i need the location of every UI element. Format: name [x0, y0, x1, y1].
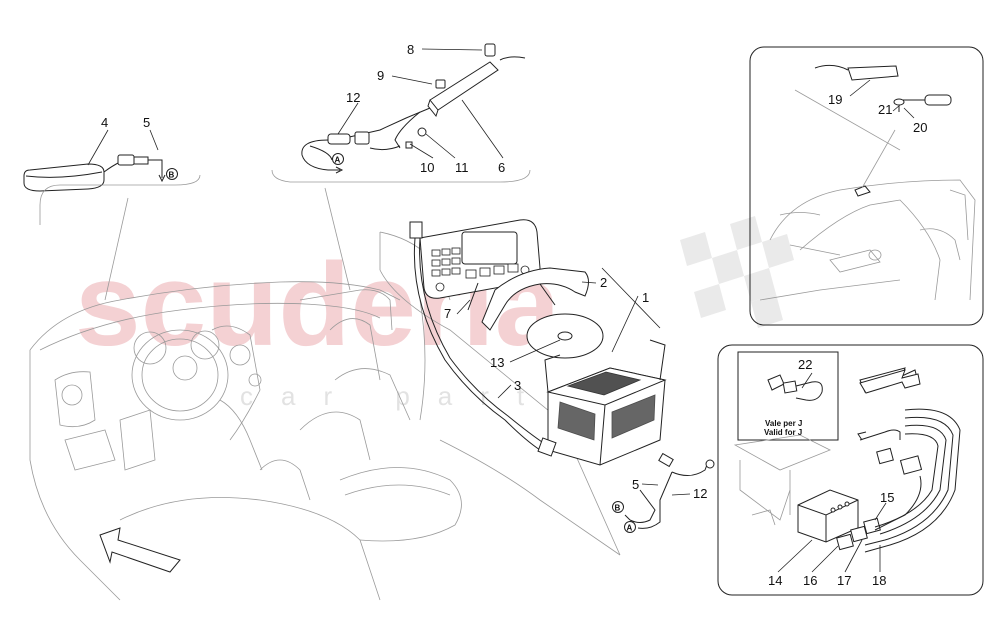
callout-5-top: 5	[143, 115, 150, 130]
callout-21: 21	[878, 102, 892, 117]
antenna-assembly-6	[301, 43, 526, 174]
callout-11: 11	[455, 160, 469, 175]
callout-2: 2	[600, 275, 607, 290]
callout-19: 19	[828, 92, 842, 107]
callout-9: 9	[377, 68, 384, 83]
marker-a-label: A	[335, 156, 341, 165]
mounting-bracket-2	[481, 267, 589, 331]
watermark-subtitle: car parts	[240, 381, 593, 411]
radio-panel-7	[419, 219, 541, 311]
connector-marker-a-top: A	[332, 153, 344, 165]
connector-marker-b-left: B	[166, 168, 178, 180]
detail-frame-left	[39, 174, 201, 225]
callout-15: 15	[880, 490, 894, 505]
callout-4: 4	[101, 115, 108, 130]
connector-marker-a-center: A	[624, 521, 636, 533]
callout-numbers: 1 2 3 4 5 5 6 7 8 9 10 11 12 12 13 14 15…	[101, 42, 927, 588]
navigation-unit-1	[544, 339, 667, 466]
callout-12-top: 12	[346, 90, 360, 105]
callout-16: 16	[803, 573, 817, 588]
callout-7: 7	[444, 306, 451, 321]
note-line-1: Vale per J	[765, 419, 802, 428]
antenna-module-4	[23, 154, 166, 192]
leader-lines	[87, 48, 915, 573]
inset-wiring	[717, 344, 984, 596]
detail-frame-center	[271, 169, 531, 183]
callout-14: 14	[768, 573, 782, 588]
leader-detail-center	[324, 187, 351, 291]
callout-1: 1	[642, 290, 649, 305]
inset-arrow	[859, 369, 921, 394]
checker-flag-watermark	[680, 216, 794, 328]
leader-inset-top	[861, 129, 896, 189]
callout-13: 13	[490, 355, 504, 370]
cd-disc-13	[526, 313, 604, 359]
callout-20: 20	[913, 120, 927, 135]
callout-3: 3	[514, 378, 521, 393]
callout-8: 8	[407, 42, 414, 57]
note-line-2: Valid for J	[764, 428, 802, 437]
callout-5-center: 5	[632, 477, 639, 492]
marker-a-label: A	[627, 524, 633, 533]
inset-rear-antenna	[749, 46, 984, 326]
view-direction-arrow	[99, 527, 181, 573]
connector-marker-b-center: B	[612, 501, 624, 513]
callout-18: 18	[872, 573, 886, 588]
callout-10: 10	[420, 160, 434, 175]
callout-22: 22	[798, 357, 812, 372]
callout-17: 17	[837, 573, 851, 588]
cables-5-12	[624, 452, 715, 529]
callout-6: 6	[498, 160, 505, 175]
cable-3	[409, 221, 557, 457]
callout-12-center: 12	[693, 486, 707, 501]
car-interior-sketch	[29, 231, 621, 601]
leader-detail-left	[104, 197, 129, 301]
marker-b-label: B	[169, 171, 175, 180]
marker-b-label: B	[615, 504, 621, 513]
